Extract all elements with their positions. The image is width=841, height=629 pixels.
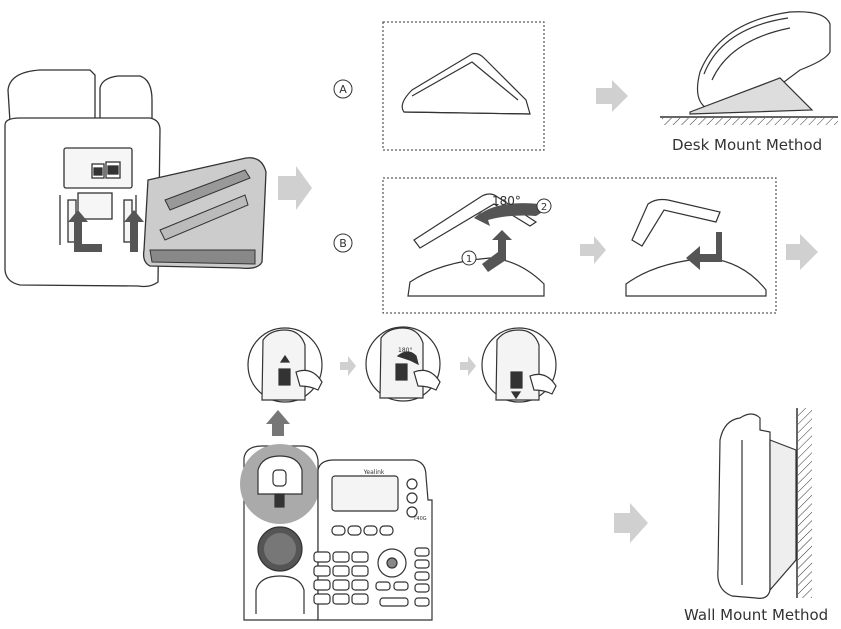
svg-text:T40G: T40G xyxy=(412,516,426,522)
phone-back-illustration xyxy=(4,69,161,288)
arrow-b-inner-icon xyxy=(580,236,606,264)
step-1-marker: 1 xyxy=(461,250,477,266)
tab-arrow-2-icon xyxy=(460,356,476,376)
step-arrow-icon xyxy=(278,166,312,210)
option-b-box xyxy=(382,177,777,314)
svg-text:180°: 180° xyxy=(398,347,412,354)
step-2-marker: 2 xyxy=(536,198,552,214)
svg-text:1: 1 xyxy=(466,254,472,265)
up-arrow-icon xyxy=(266,410,290,436)
desk-mount-caption: Desk Mount Method xyxy=(672,136,823,154)
option-a-marker: A xyxy=(333,79,353,99)
desk-mount-illustration xyxy=(660,11,838,125)
attach-arrow-icon xyxy=(686,232,722,270)
arrow-a-icon xyxy=(596,80,628,112)
svg-text:180°: 180° xyxy=(492,194,521,208)
svg-text:Yealink: Yealink xyxy=(363,469,385,476)
svg-text:B: B xyxy=(339,237,347,250)
svg-text:A: A xyxy=(339,83,347,96)
insert-arrows xyxy=(68,210,144,252)
tab-step-3-circle xyxy=(481,327,557,403)
option-b-marker: B xyxy=(333,233,353,253)
tab-step-2-circle xyxy=(365,326,441,402)
wall-mount-caption: Wall Mount Method xyxy=(684,606,829,624)
tab-step-1-circle xyxy=(247,327,323,403)
flip-arrows xyxy=(474,203,544,272)
option-a-box xyxy=(382,21,545,151)
tab-arrow-1-icon xyxy=(340,356,356,376)
stand-upright-illustration xyxy=(401,52,531,115)
svg-text:2: 2 xyxy=(541,202,547,213)
stand-on-back-illustration xyxy=(142,157,267,270)
arrow-wall-icon xyxy=(614,503,648,543)
wall-mount-illustration xyxy=(717,408,812,599)
phone-front-illustration xyxy=(240,444,433,621)
stand-attach-illustration xyxy=(625,198,767,297)
arrow-b-icon xyxy=(786,234,818,270)
